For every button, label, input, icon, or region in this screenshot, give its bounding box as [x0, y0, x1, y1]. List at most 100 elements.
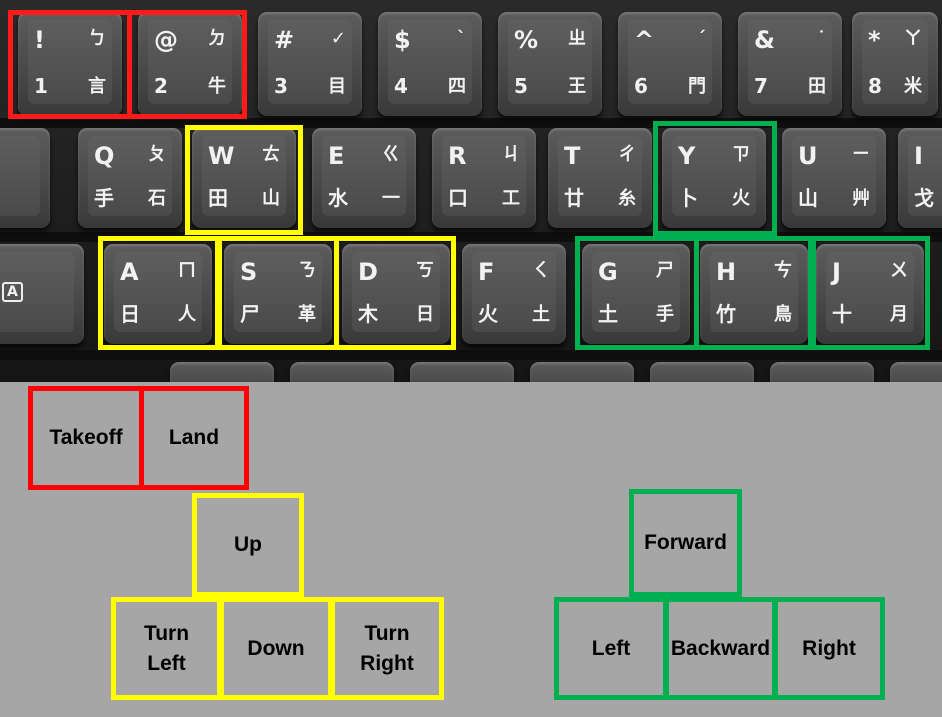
key-7: & ˙ 7 田 — [738, 12, 842, 116]
caps-lock-glyph: A — [2, 282, 23, 302]
key-7-bottom-right: 田 — [808, 78, 826, 96]
key-i-top-left: I — [914, 144, 923, 168]
key-5-top-right: ㄓ — [568, 30, 586, 48]
key-v-partial — [530, 362, 634, 382]
highlight-key-j — [808, 236, 930, 350]
turn-right-label: Turn Right — [355, 619, 419, 678]
key-6-bottom-left: 6 — [634, 76, 648, 96]
key-u: U ㄧ 山 艸 — [782, 128, 886, 228]
key-u-bottom-left: 山 — [798, 188, 818, 208]
land-label: Land — [169, 423, 219, 452]
highlight-key-y — [653, 121, 777, 236]
key-r: R ㄐ 口 工 — [432, 128, 536, 228]
key-8-bottom-right: 米 — [904, 78, 922, 96]
key-6-top-right: ˊ — [697, 30, 706, 48]
key-5-top-left: % — [514, 28, 538, 52]
left-label: Left — [592, 634, 631, 663]
forward-box: Forward — [629, 489, 742, 597]
highlight-key-d — [334, 236, 456, 350]
key-4: $ ˋ 4 四 — [378, 12, 482, 116]
key-5-bottom-right: 王 — [568, 78, 586, 96]
key-8-bottom-left: 8 — [868, 76, 882, 96]
right-label: Right — [802, 634, 856, 663]
turn-right-box: Turn Right — [330, 597, 444, 700]
key-8: * ㄚ 8 米 — [852, 12, 938, 116]
key-f-top-left: F — [478, 260, 494, 284]
keyboard-photo: ! ㄅ 1 言 @ ㄉ 2 牛 # ✓ 3 目 $ ˋ 4 四 % ㄓ 5 王 — [0, 0, 942, 382]
key-n-partial — [770, 362, 874, 382]
key-r-top-right: ㄐ — [502, 146, 520, 164]
down-label: Down — [247, 634, 304, 663]
key-8-top-right: ㄚ — [904, 30, 922, 48]
key-e-bottom-right: 一 — [382, 190, 400, 208]
key-f: F ㄑ 火 土 — [462, 244, 566, 344]
key-e-bottom-left: 水 — [328, 188, 348, 208]
key-7-top-right: ˙ — [817, 30, 826, 48]
forward-label: Forward — [644, 528, 727, 557]
highlight-key-w — [185, 125, 303, 235]
key-3-bottom-right: 目 — [328, 78, 346, 96]
down-box: Down — [219, 597, 333, 700]
key-r-top-left: R — [448, 144, 466, 168]
key-t-top-right: ㄔ — [618, 146, 636, 164]
key-4-bottom-right: 四 — [448, 78, 466, 96]
highlight-key-s — [217, 236, 339, 350]
key-i-bottom-left: 戈 — [914, 188, 934, 208]
highlight-key-2 — [127, 10, 247, 119]
key-u-top-left: U — [798, 144, 818, 168]
right-box: Right — [773, 597, 885, 700]
key-7-top-left: & — [754, 28, 775, 52]
key-4-bottom-left: 4 — [394, 76, 408, 96]
key-5-bottom-left: 5 — [514, 76, 528, 96]
key-t: T ㄔ 廿 糸 — [548, 128, 652, 228]
key-4-top-right: ˋ — [457, 30, 466, 48]
key-e-top-right: ㄍ — [382, 146, 400, 164]
backward-label: Backward — [671, 634, 770, 663]
turn-left-box: Turn Left — [111, 597, 222, 700]
tab-arrow-icon: ⇥ — [0, 168, 50, 184]
key-f-bottom-left: 火 — [478, 304, 498, 324]
key-t-bottom-right: 糸 — [618, 190, 636, 208]
key-6-top-left: ^ — [634, 28, 654, 52]
key-r-bottom-right: 工 — [502, 190, 520, 208]
key-7-bottom-left: 7 — [754, 76, 768, 96]
land-box: Land — [139, 386, 249, 490]
takeoff-label: Takeoff — [49, 423, 122, 452]
key-f-top-right: ㄑ — [532, 262, 550, 280]
key-i: I 戈 — [898, 128, 942, 228]
key-u-bottom-right: 艸 — [852, 190, 870, 208]
key-c-partial — [410, 362, 514, 382]
key-e: E ㄍ 水 一 — [312, 128, 416, 228]
key-m-partial — [890, 362, 942, 382]
key-3-top-left: # — [274, 28, 294, 52]
key-t-bottom-left: 廿 — [564, 188, 584, 208]
key-q-top-left: Q — [94, 144, 114, 168]
key-8-top-left: * — [868, 28, 881, 52]
highlight-key-a — [98, 236, 220, 350]
key-5: % ㄓ 5 王 — [498, 12, 602, 116]
key-4-top-left: $ — [394, 28, 411, 52]
highlight-key-1 — [8, 10, 132, 119]
up-label: Up — [234, 530, 262, 559]
key-t-top-left: T — [564, 144, 580, 168]
key-f-bottom-right: 土 — [532, 306, 550, 324]
key-r-bottom-left: 口 — [448, 188, 468, 208]
takeoff-box: Takeoff — [28, 386, 144, 490]
up-box: Up — [192, 493, 304, 597]
key-q: Q ㄆ 手 石 — [78, 128, 182, 228]
key-q-top-right: ㄆ — [148, 146, 166, 164]
key-3: # ✓ 3 目 — [258, 12, 362, 116]
key-u-top-right: ㄧ — [852, 146, 870, 164]
backward-box: Backward — [664, 597, 777, 700]
key-caps-lock: A — [0, 244, 84, 344]
left-box: Left — [554, 597, 668, 700]
key-3-bottom-left: 3 — [274, 76, 288, 96]
key-z-partial — [170, 362, 274, 382]
key-q-bottom-left: 手 — [94, 188, 114, 208]
key-tab: ⇥ — [0, 128, 50, 228]
key-6: ^ ˊ 6 門 — [618, 12, 722, 116]
key-x-partial — [290, 362, 394, 382]
key-b-partial — [650, 362, 754, 382]
key-3-top-right: ✓ — [331, 30, 346, 48]
